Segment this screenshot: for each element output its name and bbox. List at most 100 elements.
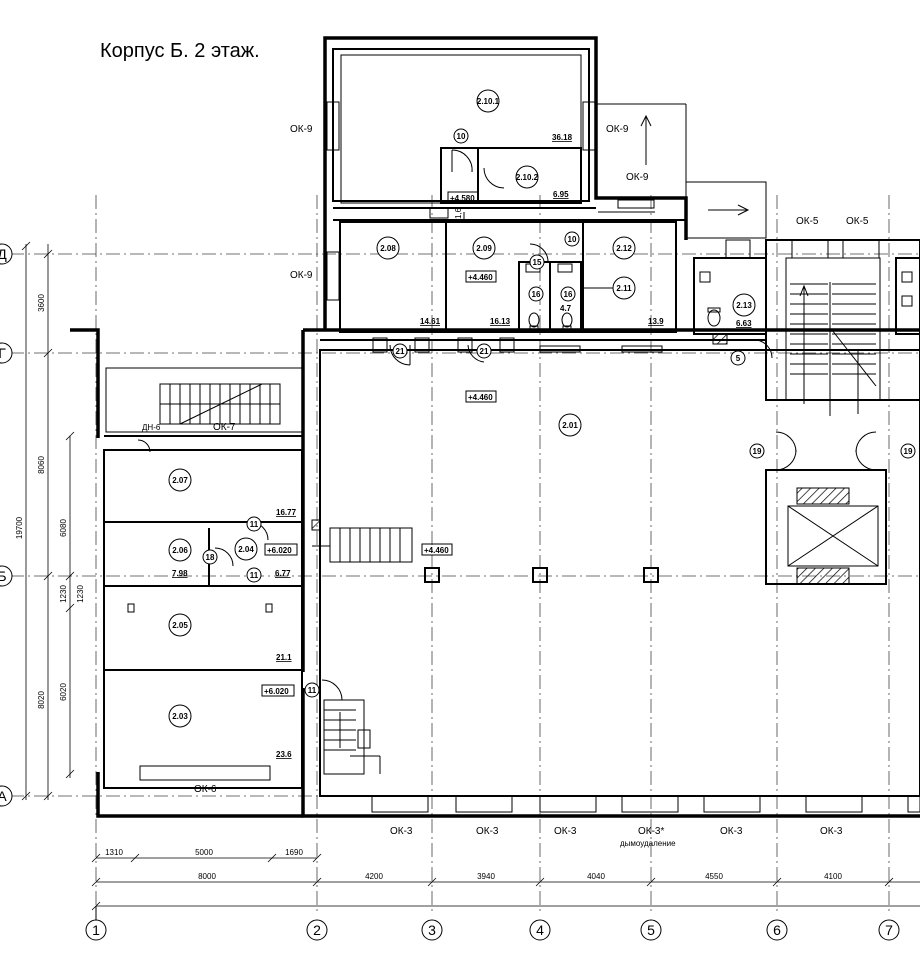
axis-label-B: Б: [0, 568, 7, 584]
room-area: 16.77: [276, 508, 297, 517]
door-mark: 21: [480, 347, 489, 356]
dim-8060: 8060: [37, 456, 46, 474]
room-area: 36.18: [552, 133, 573, 142]
room-id: 2.09: [476, 244, 492, 253]
room-id: 2.10.1: [477, 97, 500, 106]
room-area: 14.61: [420, 317, 441, 326]
room-area: 6.63: [736, 319, 752, 328]
dim-3600: 3600: [37, 294, 46, 312]
window-label: ОК-7: [213, 422, 236, 433]
level-mark: +6.020: [264, 687, 289, 696]
door-mark: 18: [206, 553, 215, 562]
door-mark: 11: [250, 520, 259, 529]
room-area: 7.98: [172, 569, 188, 578]
stairs: [159, 282, 877, 775]
window-label: ОК-9: [290, 124, 313, 135]
mark-1-6: 1,6: [454, 207, 463, 219]
room-id: 2.12: [616, 244, 632, 253]
door-mark: 10: [457, 132, 466, 141]
level-mark: +4.460: [468, 273, 493, 282]
window-label: ОК-3*: [638, 826, 664, 837]
axis-label-4: 4: [536, 922, 544, 938]
room-id: 2.07: [172, 476, 188, 485]
room-id: 2.08: [380, 244, 396, 253]
dim-19700: 19700: [15, 516, 24, 539]
axis-label-A: А: [0, 788, 7, 804]
level-mark: +4.460: [424, 546, 449, 555]
window-label: ОК-3: [390, 826, 413, 837]
window-label: ОК-3: [820, 826, 843, 837]
dim-4040: 4040: [587, 872, 605, 881]
room-labels: 2.10.1 36.18 2.10.2 6.95 2.08 14.61 2.09…: [168, 89, 756, 759]
doors: [137, 149, 877, 701]
door-mark: 21: [396, 347, 405, 356]
walls: [70, 36, 920, 818]
smoke-removal-label: дымоудаление: [620, 839, 676, 848]
dim-1230-b: 1230: [76, 585, 85, 603]
room-id: 2.11: [616, 284, 632, 293]
room-id: 2.01: [562, 421, 578, 430]
room-area: 21.1: [276, 653, 292, 662]
level-mark: +4.460: [468, 393, 493, 402]
room-area: 13.9: [648, 317, 664, 326]
level-mark: +6.020: [267, 546, 292, 555]
axis-lines: [10, 195, 920, 915]
axis-label-G: Г: [0, 345, 6, 361]
dim-1690: 1690: [285, 848, 303, 857]
dim-5000: 5000: [195, 848, 213, 857]
axis-label-5: 5: [647, 922, 655, 938]
room-id: 2.10.2: [516, 173, 539, 182]
axis-label-7: 7: [885, 922, 893, 938]
dim-8000: 8000: [198, 872, 216, 881]
room-id: 2.05: [172, 621, 188, 630]
room-id: 2.06: [172, 546, 188, 555]
room-area: 4.7: [560, 304, 572, 313]
window-label: ОК-9: [626, 172, 649, 183]
dim-1230-a: 1230: [59, 585, 68, 603]
axis-label-6: 6: [773, 922, 781, 938]
door-mark: 19: [753, 447, 762, 456]
room-area: 6.77: [275, 569, 291, 578]
axis-label-2: 2: [313, 922, 321, 938]
dim-4200: 4200: [365, 872, 383, 881]
columns: [127, 567, 659, 613]
window-label: ОК-9: [606, 124, 629, 135]
dim-3940: 3940: [477, 872, 495, 881]
door-mark: 16: [532, 290, 541, 299]
level-mark: +4.580: [450, 194, 475, 203]
window-label: ОК-3: [554, 826, 577, 837]
left-axis-markers: Д Г Б А: [0, 243, 13, 807]
door-mark: 10: [568, 235, 577, 244]
dim-4550: 4550: [705, 872, 723, 881]
dim-8020: 8020: [37, 691, 46, 709]
room-area: 16.13: [490, 317, 511, 326]
structural-hatches: [311, 333, 850, 585]
bottom-axis-markers: 1 2 3 4 5 6 7: [85, 906, 900, 941]
axis-label-D: Д: [0, 246, 7, 262]
room-id: 2.03: [172, 712, 188, 721]
dim-1310: 1310: [105, 848, 123, 857]
room-area: 6.95: [553, 190, 569, 199]
room-id: 2.13: [736, 301, 752, 310]
door-mark: 16: [564, 290, 573, 299]
axis-label-3: 3: [428, 922, 436, 938]
plan-title: Корпус Б. 2 этаж.: [100, 40, 260, 62]
direction-arrows: [463, 114, 809, 404]
left-dimensions: 3600 8060 6080 19700 1230 1230 8020 6020: [15, 241, 85, 801]
window-label: ОК-5: [796, 216, 819, 227]
axis-label-1: 1: [92, 922, 100, 938]
dim-4100: 4100: [824, 872, 842, 881]
room-area: 23.6: [276, 750, 292, 759]
window-label: ОК-6: [194, 784, 217, 795]
window-label: ОК-5: [846, 216, 869, 227]
window-openings: [326, 101, 920, 813]
window-labels: ОК-9 ОК-9 ОК-9 ОК-9 ОК-5 ОК-5 ОК-7 ОК-6 …: [142, 124, 869, 848]
dim-6080: 6080: [59, 519, 68, 537]
door-marks: 10 10 15 16 16 21 21 5 19 19 11 11 11 18: [202, 128, 916, 698]
door-mark: 11: [308, 686, 317, 695]
room-id: 2.04: [238, 545, 254, 554]
toilet-fixtures: [525, 263, 913, 331]
window-label: ОК-9: [290, 270, 313, 281]
window-label: ОК-3: [476, 826, 499, 837]
